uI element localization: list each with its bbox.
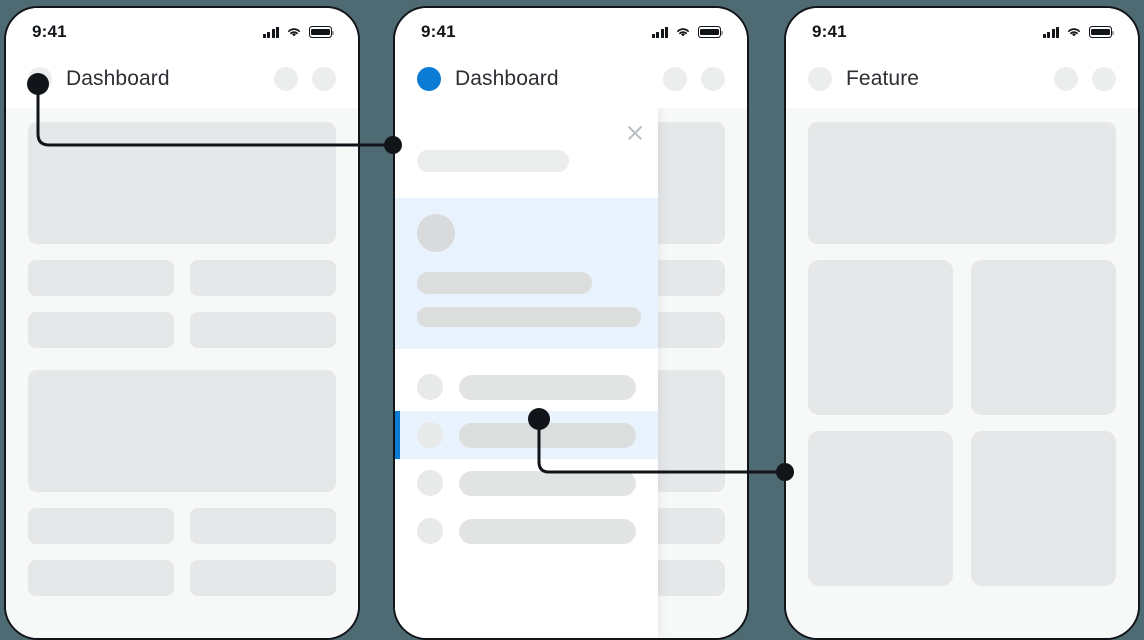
stat-card[interactable] — [28, 560, 174, 596]
battery-icon — [698, 26, 723, 38]
avatar-circle-icon[interactable] — [417, 67, 441, 91]
list-item-icon — [417, 374, 443, 400]
list-item-label — [459, 374, 636, 400]
grid-card[interactable] — [971, 431, 1116, 586]
status-bar-time: 9:41 — [32, 22, 67, 41]
battery-icon — [309, 26, 334, 38]
panel-featured-item[interactable] — [395, 198, 658, 349]
header-action-1-icon[interactable] — [663, 67, 687, 91]
dashboard-content — [6, 108, 358, 638]
status-bar: 9:41 — [786, 8, 1138, 50]
hero-card[interactable] — [808, 122, 1116, 244]
featured-line-2 — [417, 307, 641, 327]
stat-row-2 — [28, 312, 336, 348]
stat-row-4 — [28, 560, 336, 596]
list-item-icon — [417, 518, 443, 544]
stat-card[interactable] — [190, 312, 336, 348]
panel-title-skeleton — [417, 150, 569, 172]
header-action-1-icon[interactable] — [274, 67, 298, 91]
stat-card[interactable] — [190, 260, 336, 296]
feature-grid-row-1 — [808, 260, 1116, 415]
featured-line-1 — [417, 272, 592, 294]
app-header: Dashboard — [6, 50, 358, 108]
hero-card-2[interactable] — [28, 370, 336, 492]
list-item-selected[interactable] — [395, 411, 658, 459]
stat-card[interactable] — [190, 560, 336, 596]
status-bar: 9:41 — [6, 8, 358, 50]
status-bar-icons — [262, 26, 334, 38]
phone-frame-feature: 9:41 Feature — [784, 6, 1140, 640]
stat-card[interactable] — [28, 312, 174, 348]
stat-card[interactable] — [28, 260, 174, 296]
page-title: Dashboard — [66, 67, 170, 90]
stat-row-3 — [28, 508, 336, 544]
grid-card[interactable] — [971, 260, 1116, 415]
list-item[interactable] — [395, 507, 658, 555]
list-item-label — [459, 518, 636, 544]
grid-card[interactable] — [808, 260, 953, 415]
status-bar: 9:41 — [395, 8, 747, 50]
wifi-icon — [1068, 28, 1080, 37]
featured-avatar-icon — [417, 214, 455, 252]
grid-card[interactable] — [808, 431, 953, 586]
battery-icon — [1089, 26, 1114, 38]
status-bar-icons — [651, 26, 723, 38]
page-title: Dashboard — [455, 67, 559, 90]
header-action-2-icon[interactable] — [701, 67, 725, 91]
list-item-icon — [417, 422, 443, 448]
list-item-icon — [417, 470, 443, 496]
wifi-icon — [677, 28, 689, 37]
app-header: Dashboard — [395, 50, 747, 108]
signal-icon — [262, 26, 279, 38]
list-item[interactable] — [395, 459, 658, 507]
hero-card[interactable] — [28, 122, 336, 244]
dashboard-content-behind — [395, 108, 747, 638]
stat-row-1 — [28, 260, 336, 296]
stat-card[interactable] — [28, 508, 174, 544]
feature-content — [786, 108, 1138, 638]
signal-icon — [1042, 26, 1059, 38]
status-bar-time: 9:41 — [812, 22, 847, 41]
signal-icon — [651, 26, 668, 38]
feature-grid-row-2 — [808, 431, 1116, 586]
header-action-1-icon[interactable] — [1054, 67, 1078, 91]
panel-menu-list — [395, 349, 658, 555]
panel-header — [395, 108, 658, 172]
list-item[interactable] — [395, 363, 658, 411]
wifi-icon — [288, 28, 300, 37]
list-item-label — [459, 422, 636, 448]
app-header: Feature — [786, 50, 1138, 108]
close-icon[interactable] — [626, 124, 644, 142]
status-bar-time: 9:41 — [421, 22, 456, 41]
header-action-2-icon[interactable] — [1092, 67, 1116, 91]
header-action-2-icon[interactable] — [312, 67, 336, 91]
slide-over-panel — [395, 108, 658, 638]
list-item-label — [459, 470, 636, 496]
avatar-circle-icon[interactable] — [808, 67, 832, 91]
page-title: Feature — [846, 67, 920, 90]
status-bar-icons — [1042, 26, 1114, 38]
phone-frame-dashboard: 9:41 Dashboard — [4, 6, 360, 640]
phone-frame-dashboard-menu: 9:41 Dashboard — [393, 6, 749, 640]
stat-card[interactable] — [190, 508, 336, 544]
avatar-circle-icon[interactable] — [28, 67, 52, 91]
